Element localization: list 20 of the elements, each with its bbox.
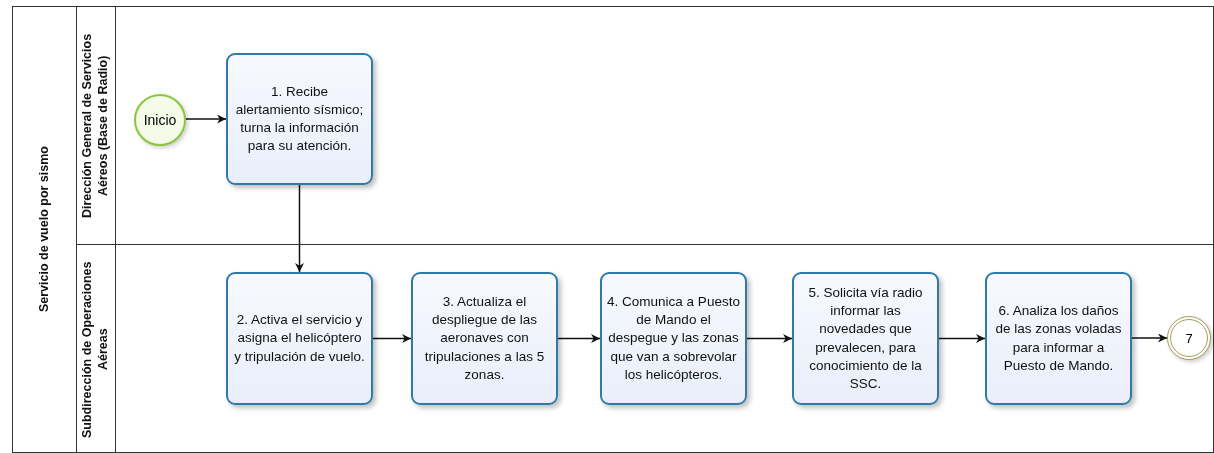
arrow bbox=[372, 334, 412, 343]
arrow bbox=[185, 114, 227, 124]
arrow bbox=[1131, 333, 1168, 343]
arrow bbox=[746, 334, 793, 343]
task-box: 2. Activa el servicio y asigna el helicóptero y tripulación de vuelo. bbox=[226, 272, 373, 405]
pool bbox=[12, 6, 1214, 453]
lane-title: Dirección General de Servicios Aéreos (Base de Radio) bbox=[80, 32, 111, 220]
arrow bbox=[295, 184, 304, 273]
swimlane bbox=[76, 244, 1214, 453]
task-box: 5. Solicita vía radio informar las novedades que prevalecen, para conocimiento de la SSC. bbox=[792, 272, 939, 405]
end-event-circle: 7 bbox=[1167, 316, 1211, 360]
task-box: 3. Actualiza el despliegue de las aeronaves con tripulaciones a las 5 zonas. bbox=[411, 272, 558, 405]
start-event-circle: Inicio bbox=[134, 94, 186, 146]
arrow bbox=[557, 334, 601, 343]
task-box: 6. Analiza los daños de las zonas voladas para informar a Puesto de Mando. bbox=[985, 272, 1132, 405]
task-box: 4. Comunica a Puesto de Mando el despegue y las zonas que van a sobrevolar los helicópteros. bbox=[600, 272, 747, 405]
arrow bbox=[938, 334, 986, 343]
task-box: 1. Recibe alertamiento sísmico; turna la información para su atención. bbox=[226, 53, 373, 185]
lane-title: Subdirección de Operaciones Aéreas bbox=[80, 259, 111, 440]
pool-title: Servicio de vuelo por sismo bbox=[36, 146, 52, 313]
